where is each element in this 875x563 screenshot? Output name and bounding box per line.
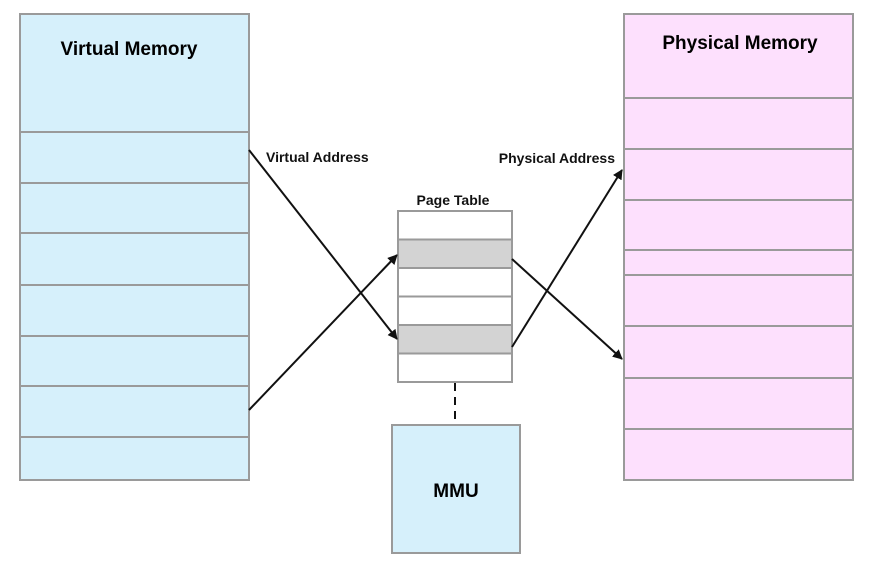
physical-memory-frame bbox=[623, 428, 854, 481]
arrow-page-table-to-physical-upper bbox=[511, 169, 623, 348]
virtual-memory-block: Virtual Memory bbox=[19, 13, 250, 481]
page-table-entry bbox=[397, 295, 513, 326]
page-table-entry bbox=[397, 210, 513, 241]
virtual-memory-page bbox=[19, 232, 250, 286]
mmu-label: MMU bbox=[433, 481, 478, 502]
physical-memory-frame bbox=[623, 377, 854, 430]
physical-memory-frames bbox=[623, 97, 854, 481]
virtual-memory-header bbox=[19, 13, 250, 133]
physical-memory-title: Physical Memory bbox=[662, 33, 818, 54]
physical-memory-frame bbox=[623, 97, 854, 150]
arrow-virtual-to-page-table-upper bbox=[248, 254, 398, 411]
address-arrows bbox=[248, 149, 623, 411]
physical-memory-frame bbox=[623, 199, 854, 251]
virtual-memory-title: Virtual Memory bbox=[61, 39, 198, 60]
virtual-memory-page bbox=[19, 436, 250, 481]
page-table-entry-mapped bbox=[397, 324, 513, 355]
page-table-entry-mapped bbox=[397, 238, 513, 269]
page-table-label: Page Table bbox=[417, 192, 490, 208]
physical-memory-block: Physical Memory bbox=[623, 13, 854, 481]
physical-memory-frame bbox=[623, 274, 854, 327]
virtual-memory-page bbox=[19, 335, 250, 387]
mmu-box bbox=[391, 424, 521, 554]
physical-memory-frame bbox=[623, 325, 854, 379]
page-table-entries bbox=[397, 210, 513, 383]
mmu-block: MMU bbox=[391, 424, 521, 554]
virtual-memory-page bbox=[19, 131, 250, 184]
page-table-entry bbox=[397, 267, 513, 298]
virtual-address-label: Virtual Address bbox=[266, 149, 369, 165]
virtual-memory-page bbox=[19, 284, 250, 337]
physical-memory-frame bbox=[623, 148, 854, 201]
page-table-entry bbox=[397, 352, 513, 383]
physical-address-label: Physical Address bbox=[499, 150, 615, 166]
virtual-memory-page bbox=[19, 385, 250, 438]
physical-memory-frame bbox=[623, 249, 854, 276]
virtual-memory-page bbox=[19, 182, 250, 234]
page-table: Page Table bbox=[397, 192, 513, 383]
virtual-memory-pages bbox=[19, 131, 250, 481]
arrow-page-table-to-physical-lower bbox=[511, 258, 623, 360]
arrow-virtual-to-page-table-lower bbox=[248, 149, 398, 340]
physical-memory-header bbox=[623, 13, 854, 99]
